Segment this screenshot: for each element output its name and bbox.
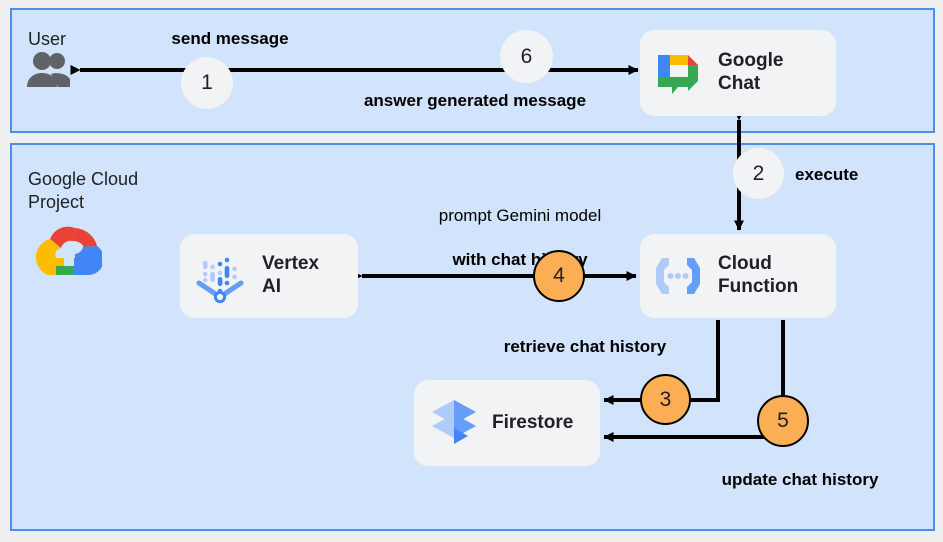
node-firestore-label: Firestore bbox=[492, 411, 574, 433]
firestore-icon bbox=[428, 396, 480, 450]
step-badge-3: 3 bbox=[640, 374, 691, 425]
vertex-ai-icon bbox=[192, 247, 250, 305]
edge-label-send-message: send message bbox=[171, 29, 289, 48]
google-cloud-logo bbox=[34, 222, 104, 283]
node-firestore[interactable]: Firestore bbox=[414, 380, 600, 466]
edge-label-prompt-line2: with chat history bbox=[452, 250, 588, 270]
users-icon bbox=[24, 50, 74, 95]
panel-user-title: User bbox=[28, 29, 67, 49]
cloud-function-icon bbox=[650, 250, 706, 302]
step-badge-1: 1 bbox=[181, 57, 233, 109]
google-chat-icon bbox=[652, 47, 704, 99]
step-badge-5: 5 bbox=[757, 395, 809, 447]
panel-gcp-title: Google Cloud Project bbox=[28, 169, 139, 212]
edge-label-retrieve-chat-history: retrieve chat history bbox=[503, 337, 667, 356]
edge-label-prompt-gemini: prompt Gemini model with chat history bbox=[395, 183, 645, 293]
node-vertex-ai[interactable]: Vertex AI bbox=[180, 234, 358, 318]
edge-label-prompt-line1: prompt Gemini model bbox=[438, 206, 602, 226]
step-badge-4: 4 bbox=[533, 250, 585, 302]
node-cloud-function[interactable]: Cloud Function bbox=[640, 234, 836, 318]
node-vertex-ai-label: Vertex AI bbox=[262, 253, 320, 297]
step-badge-6: 6 bbox=[500, 30, 553, 83]
node-google-chat[interactable]: Google Chat bbox=[640, 30, 836, 116]
edge-label-update-chat-history: update chat history bbox=[721, 470, 879, 489]
edge-label-answer-generated-message: answer generated message bbox=[363, 91, 587, 110]
node-cloud-function-label: Cloud Function bbox=[718, 253, 799, 297]
step-badge-2: 2 bbox=[733, 148, 784, 199]
edge-label-execute: execute bbox=[795, 165, 859, 184]
node-google-chat-label: Google Chat bbox=[718, 50, 784, 94]
